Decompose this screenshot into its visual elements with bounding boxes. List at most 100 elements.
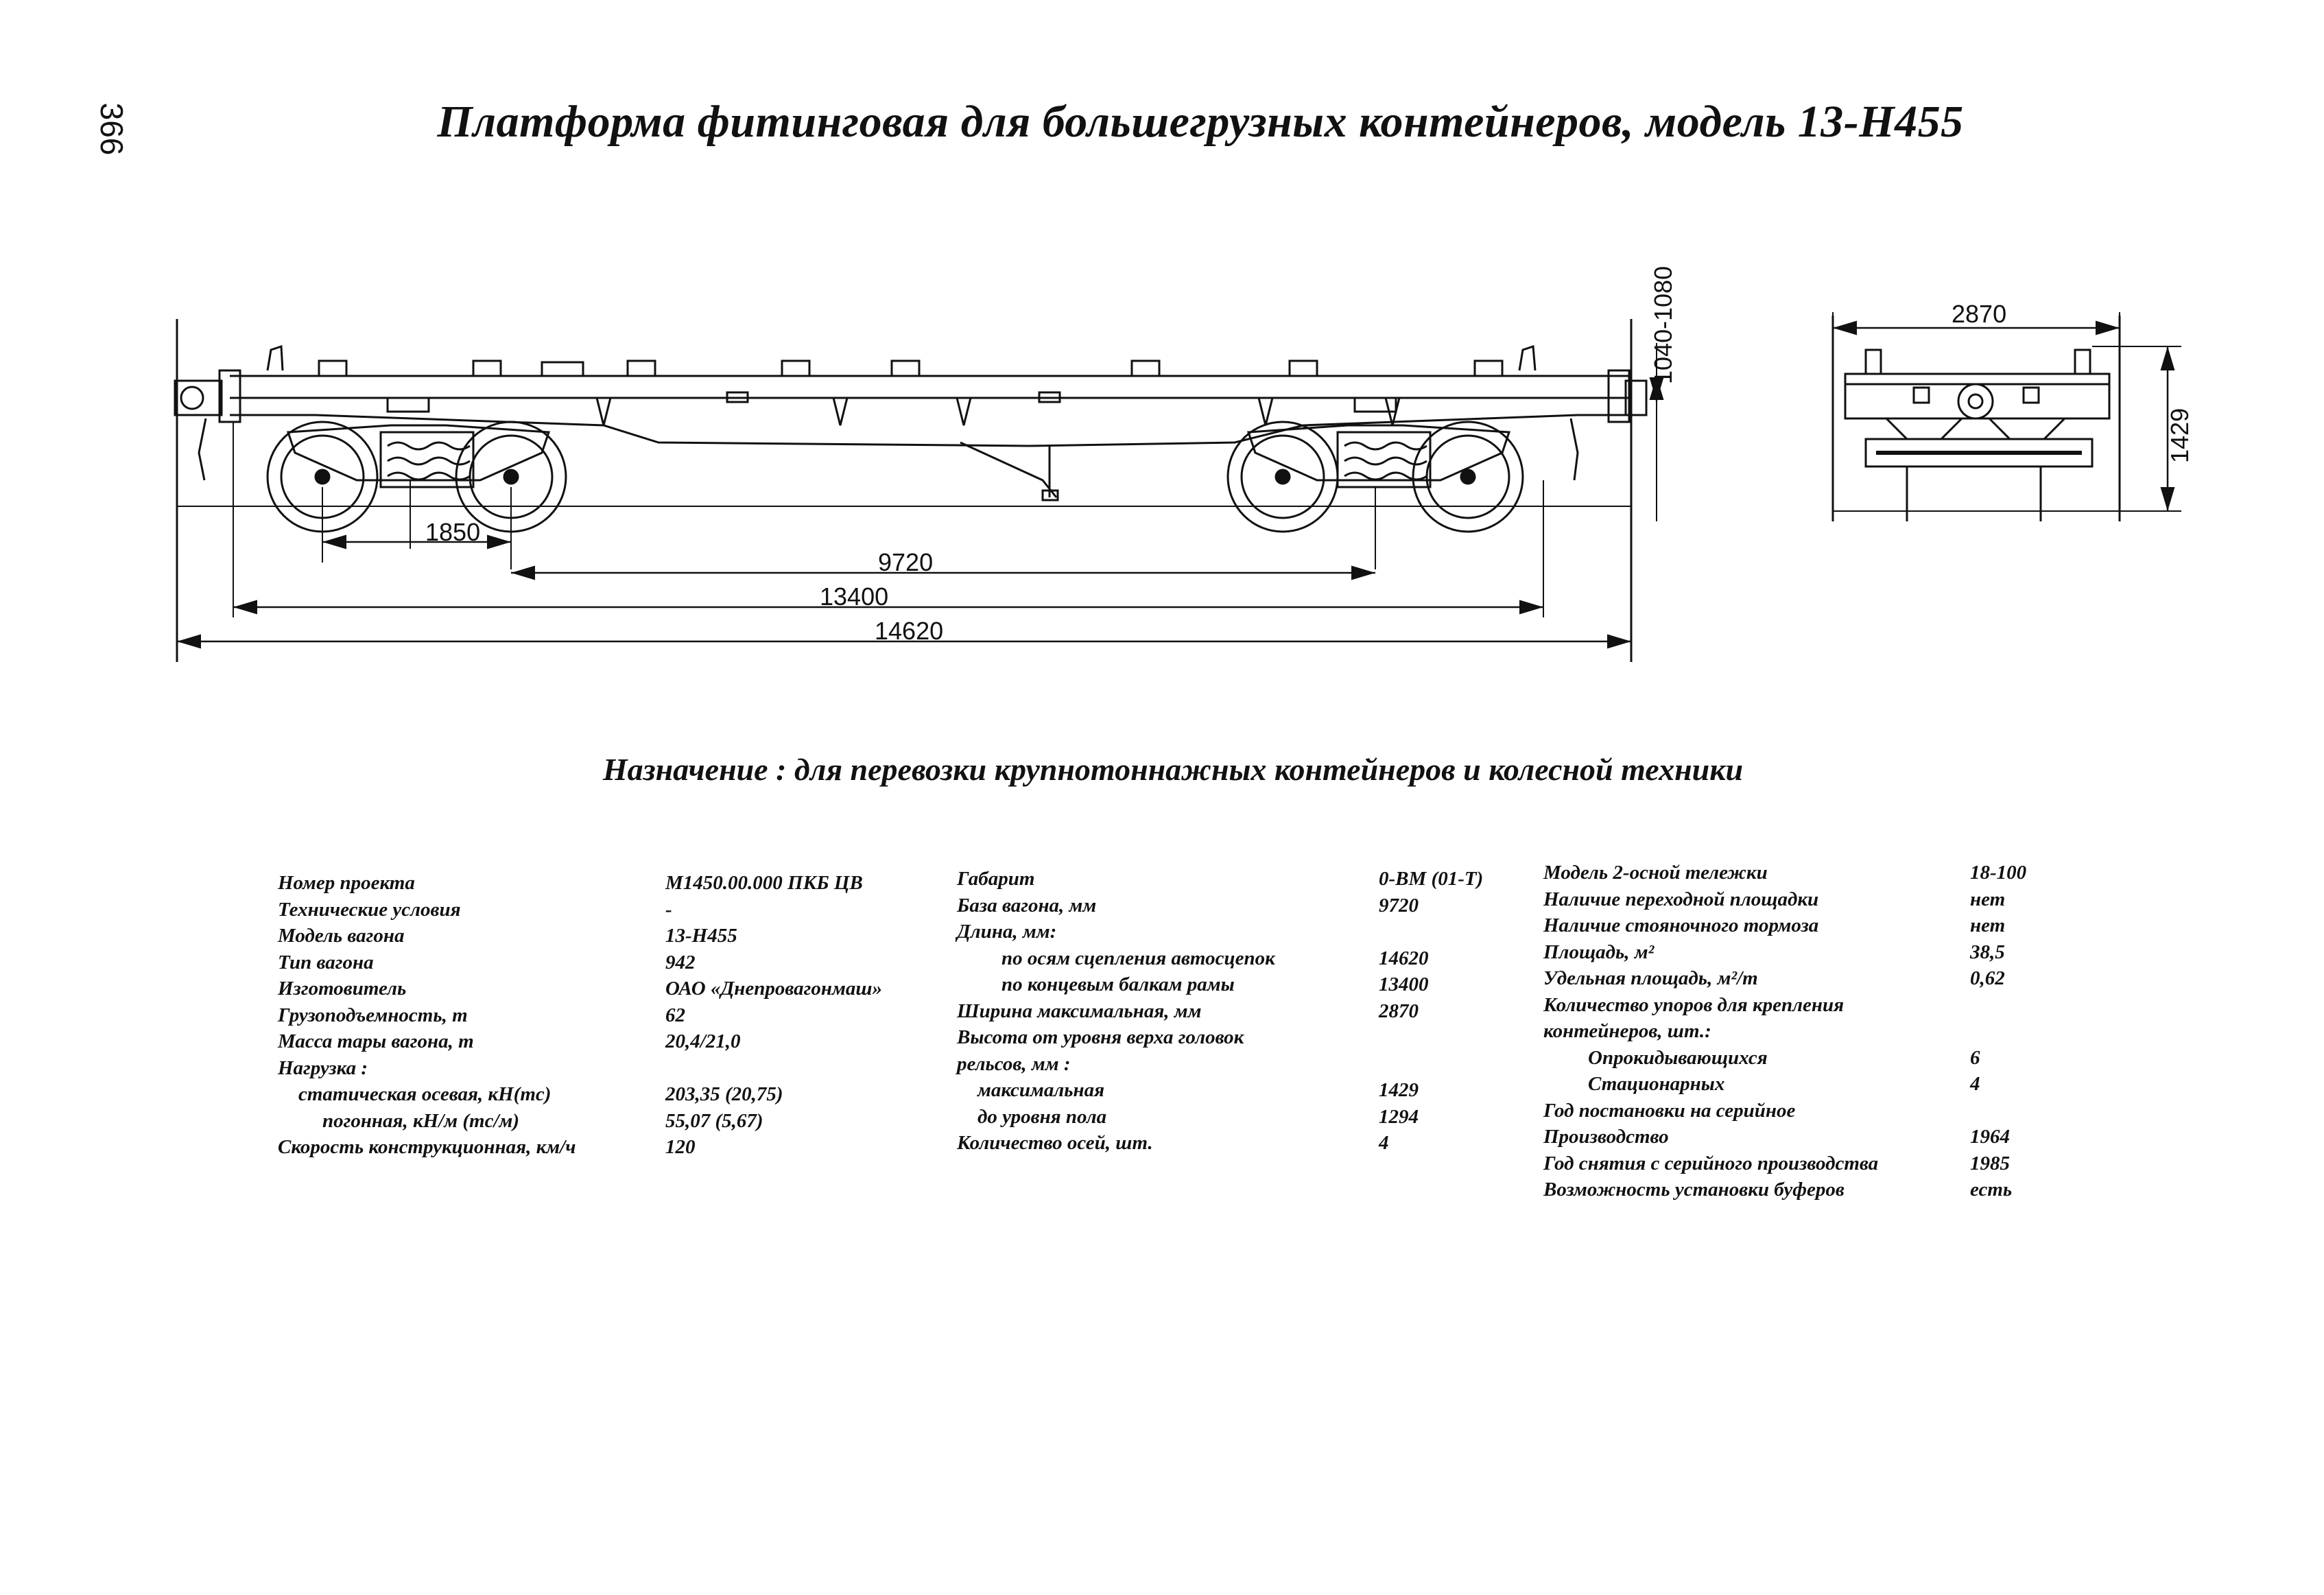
- spec-label: рельсов, мм :: [957, 1052, 1071, 1075]
- spec-label: Высота от уровня верха головок: [957, 1026, 1244, 1048]
- spec-label: Количество упоров для крепления: [1543, 993, 1845, 1016]
- spec-value: 1985: [1970, 1152, 2010, 1174]
- spec-value: 4: [1970, 1073, 1980, 1095]
- spec-row: Количество упоров для крепления: [1543, 992, 2106, 1019]
- spec-value: 20,4/21,0: [665, 1030, 741, 1052]
- spec-row: Нагрузка :: [278, 1055, 950, 1082]
- spec-row: База вагона, мм 9720: [957, 893, 1547, 919]
- spec-value: 18-100: [1970, 862, 2027, 884]
- spec-row: Количество осей, шт.4: [957, 1130, 1547, 1157]
- spec-value: 1964: [1970, 1126, 2010, 1148]
- purpose-line: Назначение : для перевозки крупнотоннажн…: [602, 752, 1744, 787]
- spec-label: Грузоподъемность, т: [278, 1004, 468, 1026]
- spec-label: Площадь, м²: [1543, 941, 1655, 963]
- spec-value: -: [665, 898, 672, 921]
- spec-row: максимальная 1429: [957, 1077, 1547, 1104]
- spec-label: погонная, кН/м (тс/м): [322, 1109, 520, 1132]
- spec-label: Скорость конструкционная, км/ч: [278, 1136, 576, 1158]
- spec-row: Ширина максимальная, мм 2870: [957, 998, 1547, 1025]
- spec-value: ОАО «Днепровагонмаш»: [665, 978, 882, 1000]
- spec-label: Длина, мм:: [957, 921, 1057, 943]
- spec-row: Возможность установки буферов есть: [1543, 1177, 2106, 1203]
- spec-row: Скорость конструкционная, км/ч 120: [278, 1134, 950, 1161]
- spec-label: Модель 2-осной тележки: [1543, 862, 1768, 884]
- spec-value: 4: [1379, 1132, 1389, 1154]
- spec-label: Стационарных: [1588, 1073, 1725, 1095]
- spec-label: Ширина максимальная, мм: [957, 1000, 1202, 1022]
- spec-row: Технические условия -: [278, 897, 950, 923]
- dim-label-frame-length: 13400: [820, 582, 888, 611]
- spec-row: Удельная площадь, м²/т 0,62: [1543, 965, 2106, 992]
- spec-value: 0,62: [1970, 967, 2005, 989]
- spec-value: нет: [1970, 888, 2006, 910]
- spec-value: 13-Н455: [665, 925, 737, 947]
- spec-value: есть: [1970, 1179, 2013, 1201]
- spec-label: Год снятия с серийного производства: [1543, 1152, 1879, 1174]
- spec-label: Наличие переходной площадки: [1543, 888, 1819, 910]
- spec-row: Наличие стояночного тормоза нет: [1543, 912, 2106, 939]
- spec-value: 2870: [1379, 1000, 1419, 1022]
- spec-label: Масса тары вагона, т: [278, 1030, 474, 1052]
- spec-value: 6: [1970, 1046, 1980, 1069]
- spec-row: Опрокидывающихся 6: [1543, 1045, 2106, 1072]
- spec-value: нет: [1970, 914, 2006, 936]
- spec-row: Высота от уровня верха головок: [957, 1024, 1547, 1051]
- spec-label: Возможность установки буферов: [1543, 1179, 1845, 1201]
- spec-value: 0-ВМ (01-Т): [1379, 868, 1484, 890]
- spec-value: 55,07 (5,67): [665, 1109, 763, 1132]
- spec-label: Нагрузка :: [278, 1056, 368, 1079]
- spec-column-3: Модель 2-осной тележки 18-100 Наличие пер…: [1543, 860, 2106, 1203]
- spec-label: Габарит: [957, 868, 1035, 890]
- spec-value: 1429: [1379, 1079, 1419, 1101]
- spec-label: Удельная площадь, м²/т: [1543, 967, 1758, 989]
- spec-value: 62: [665, 1004, 685, 1026]
- spec-row: рельсов, мм :: [957, 1051, 1547, 1078]
- spec-label: Модель вагона: [278, 925, 405, 947]
- spec-row: по концевым балкам рамы 13400: [957, 971, 1547, 998]
- spec-value: М1450.00.000 ПКБ ЦВ: [665, 872, 863, 894]
- spec-column-2: Габарит 0-ВМ (01-Т) База вагона, мм 9720 Д…: [957, 866, 1547, 1157]
- spec-label: Год постановки на серийное: [1543, 1099, 1796, 1122]
- spec-label: База вагона, мм: [957, 894, 1097, 917]
- spec-row: Модель вагона 13-Н455: [278, 923, 950, 949]
- spec-label: по осям сцепления автосцепок: [1001, 947, 1275, 969]
- spec-row: Наличие переходной площадки нет: [1543, 886, 2106, 913]
- spec-row: Грузоподъемность, т 62: [278, 1002, 950, 1029]
- spec-value: 38,5: [1970, 941, 2005, 963]
- spec-value: 14620: [1379, 947, 1429, 969]
- spec-row: Год снятия с серийного производства 1985: [1543, 1150, 2106, 1177]
- spec-label: Наличие стояночного тормоза: [1543, 914, 1819, 936]
- spec-row: Модель 2-осной тележки 18-100: [1543, 860, 2106, 886]
- dim-label-coupling-length: 14620: [875, 617, 943, 645]
- spec-label: по концевым балкам рамы: [1001, 973, 1235, 995]
- spec-row: Габарит 0-ВМ (01-Т): [957, 866, 1547, 893]
- dim-label-car-base: 9720: [878, 548, 933, 576]
- spec-row: по осям сцепления автосцепок 14620: [957, 945, 1547, 972]
- spec-label: статическая осевая, кН(тс): [298, 1083, 552, 1105]
- spec-row: погонная, кН/м (тс/м) 55,07 (5,67): [278, 1108, 950, 1135]
- spec-row: Длина, мм:: [957, 919, 1547, 945]
- spec-label: Опрокидывающихся: [1588, 1046, 1768, 1069]
- spec-row: статическая осевая, кН(тс)203,35 (20,75): [278, 1081, 950, 1108]
- spec-label: максимальная: [977, 1079, 1105, 1101]
- spec-row: Год постановки на серийное: [1543, 1098, 2106, 1124]
- spec-value: 9720: [1379, 894, 1419, 917]
- spec-row: Площадь, м² 38,5: [1543, 939, 2106, 966]
- side-view: [174, 319, 1648, 662]
- spec-label: Производство: [1543, 1126, 1669, 1148]
- spec-label: Технические условия: [278, 898, 461, 921]
- spec-value: 1294: [1379, 1105, 1419, 1128]
- spec-row: Стационарных 4: [1543, 1071, 2106, 1098]
- spec-label: контейнеров, шт.:: [1543, 1020, 1711, 1042]
- spec-row: Производство 1964: [1543, 1124, 2106, 1150]
- spec-row: до уровня пола 1294: [957, 1104, 1547, 1131]
- spec-value: 120: [665, 1136, 696, 1158]
- spec-label: до уровня пола: [977, 1105, 1107, 1128]
- dim-label-width: 2870: [1952, 300, 2006, 328]
- spec-value: 13400: [1379, 973, 1429, 995]
